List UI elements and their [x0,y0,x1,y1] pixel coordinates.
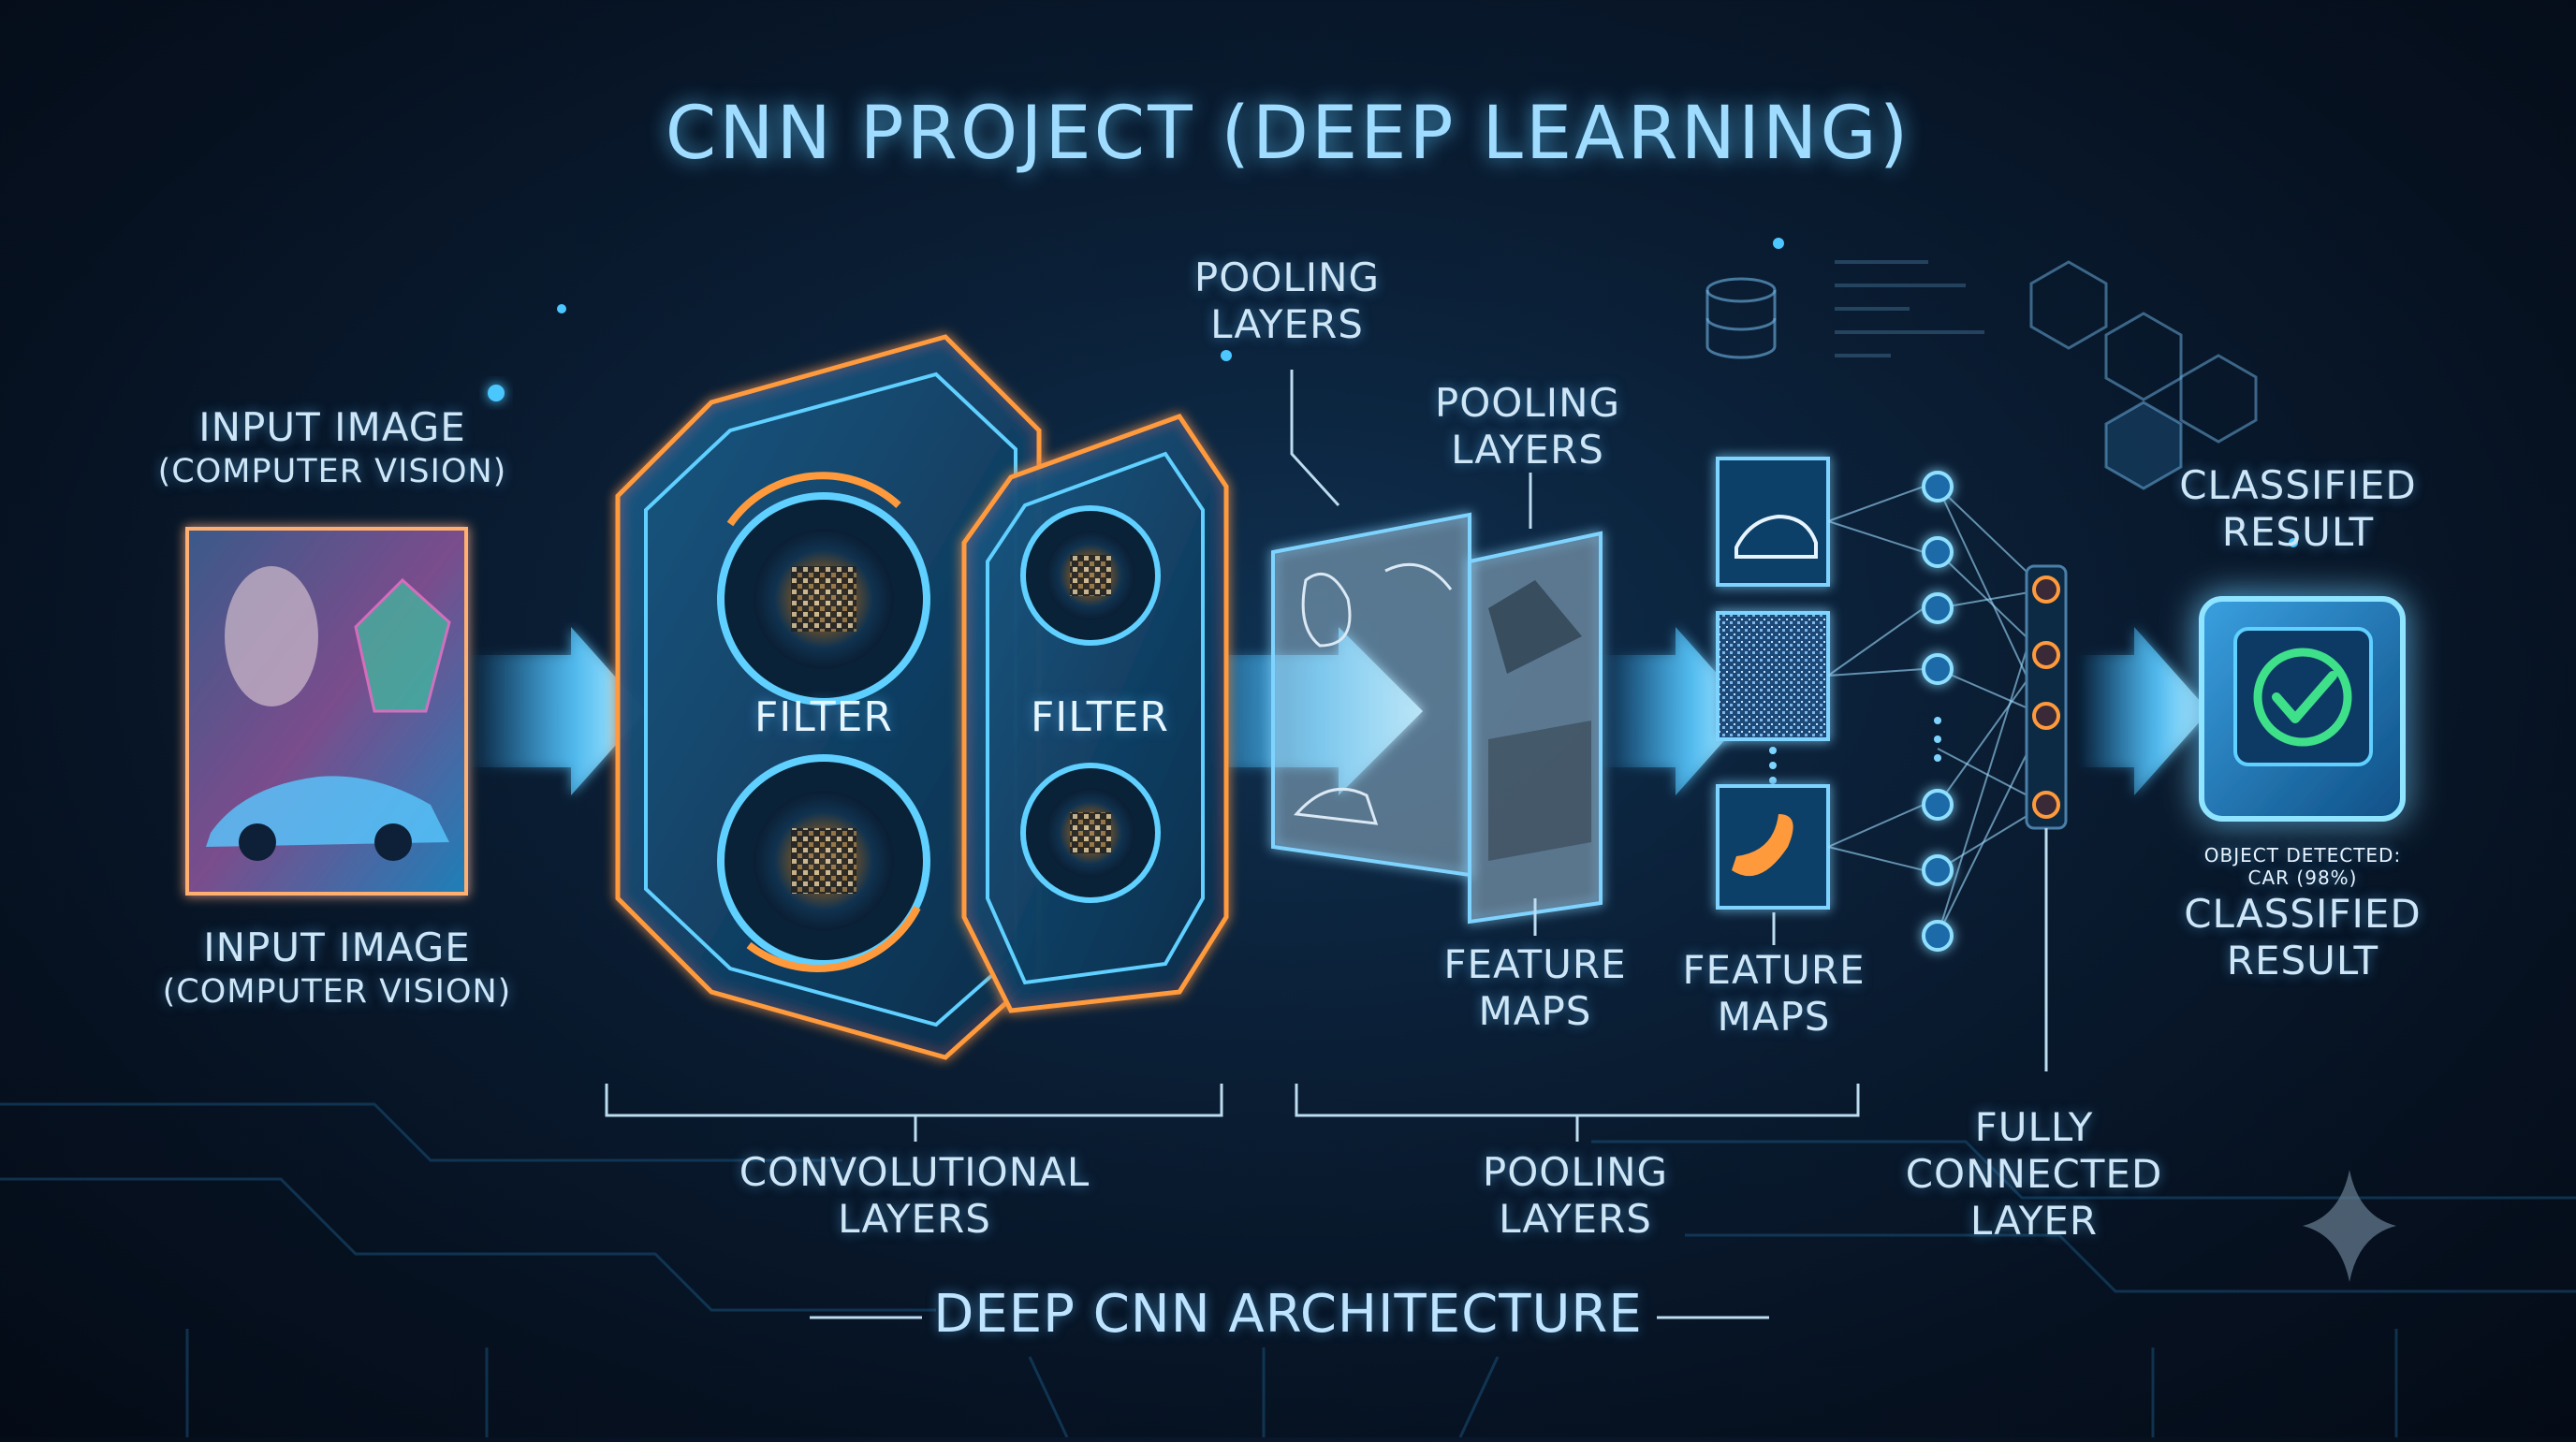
convolutional-layers-line-1: CONVOLUTIONAL [739,1149,1090,1195]
pooling-top-2-line-1: POOLING [1434,380,1621,426]
convolutional-layers-line-2: LAYERS [838,1196,991,1242]
input-image-panel [185,527,468,896]
pooling-top-2-line-2: LAYERS [1451,427,1604,473]
pooling-label-top-1: POOLING LAYERS [1147,255,1427,348]
conv-bracket [605,1084,1223,1142]
leader-lines [1290,370,2048,1071]
fully-connected-line-1: FULLY [1974,1104,2094,1150]
check-icon [2253,648,2352,747]
input-image-title-bottom: INPUT IMAGE [203,925,471,970]
classified-bottom-line-2: RESULT [2226,938,2379,983]
pooling-bottom-line-2: LAYERS [1499,1196,1652,1242]
classified-result-label-bottom: CLASSIFIED RESULT [2162,891,2443,984]
input-image-label-bottom: INPUT IMAGE (COMPUTER VISION) [150,925,524,1012]
noise-texture-icon [1716,611,1830,741]
car-icon [1734,514,1818,559]
object-detected-line-1: OBJECT DETECTED: [2203,844,2402,867]
feature-maps-2-line-1: FEATURE [1682,947,1866,993]
sparkle-icon [2303,1170,2396,1282]
feature-maps-label-1: FEATURE MAPS [1395,941,1676,1035]
classified-top-line-1: CLASSIFIED [2179,462,2417,508]
face-image [225,566,318,706]
page-title: CNN PROJECT (DEEP LEARNING) [665,92,1911,176]
classified-bottom-line-1: CLASSIFIED [2184,891,2422,937]
circuit-background [0,1102,2576,1438]
pooling-top-1-line-1: POOLING [1193,255,1381,300]
input-image-title-top: INPUT IMAGE [198,404,466,450]
architecture-footer: DEEP CNN ARCHITECTURE [933,1284,1643,1345]
feature-maps-2-line-2: MAPS [1717,994,1831,1040]
arrow-fc [2078,627,2209,795]
input-image-label-top: INPUT IMAGE (COMPUTER VISION) [145,404,520,492]
classified-result-box [2199,596,2406,822]
object-detected-line-2: CAR (98%) [2247,867,2358,889]
pooling-bottom-line-1: POOLING [1482,1149,1669,1195]
shape-blob-icon [1732,814,1793,877]
fc-ellipsis [1934,717,1941,762]
feature-maps-1-line-1: FEATURE [1443,941,1627,987]
arrow-input [468,627,646,795]
fully-connected-line-2: CONNECTED [1905,1151,2163,1197]
feature-maps-1-line-2: MAPS [1478,988,1592,1034]
background-dots [240,238,2298,715]
database-icon [1705,277,1777,359]
input-image-subtitle-top: (COMPUTER VISION) [157,453,507,490]
conv-panel-2 [961,413,1229,1013]
filter-label-1: FILTER [754,693,893,741]
fc-output-column [2025,564,2068,830]
feature-map-car [1716,457,1830,587]
input-image-subtitle-bottom: (COMPUTER VISION) [162,973,512,1011]
pooling-layers-label-bottom: POOLING LAYERS [1435,1149,1716,1243]
feature-map-ellipsis [1769,747,1777,784]
feature-map-noise [1716,611,1830,741]
conv-panel-1 [615,334,1042,1060]
filter-lens-bottom-2 [1020,763,1161,903]
classified-top-line-2: RESULT [2221,509,2375,555]
object-detected-text: OBJECT DETECTED: CAR (98%) [2162,844,2443,889]
pooling-panel-1 [1271,512,1471,878]
convolutional-layers-label: CONVOLUTIONAL LAYERS [727,1149,1102,1243]
feature-map-blob [1716,784,1830,910]
filter-label-2: FILTER [1031,693,1169,741]
classified-result-label-top: CLASSIFIED RESULT [2158,462,2438,556]
gem-image [354,577,451,713]
fully-connected-network [1827,471,2068,952]
pooling-top-1-line-2: LAYERS [1210,301,1364,347]
pooling-label-top-2: POOLING LAYERS [1387,380,1668,473]
filter-lens-top-1 [717,472,930,706]
fc-output-nodes [2032,575,2060,819]
filter-lens-top-2 [1020,505,1161,646]
pooling-bracket [1295,1084,1860,1142]
feature-maps-label-2: FEATURE MAPS [1633,947,1914,1041]
fc-nodes [1922,471,1954,952]
code-lines [1835,260,1984,357]
arrow-pool [1601,627,1750,795]
filter-lens-bottom-1 [717,754,930,973]
hexagon-icon [2029,260,2258,490]
fully-connected-layer-label: FULLY CONNECTED LAYER [1894,1104,2174,1245]
fully-connected-line-3: LAYER [1969,1198,2099,1244]
pooling-panel-2 [1468,531,1603,925]
